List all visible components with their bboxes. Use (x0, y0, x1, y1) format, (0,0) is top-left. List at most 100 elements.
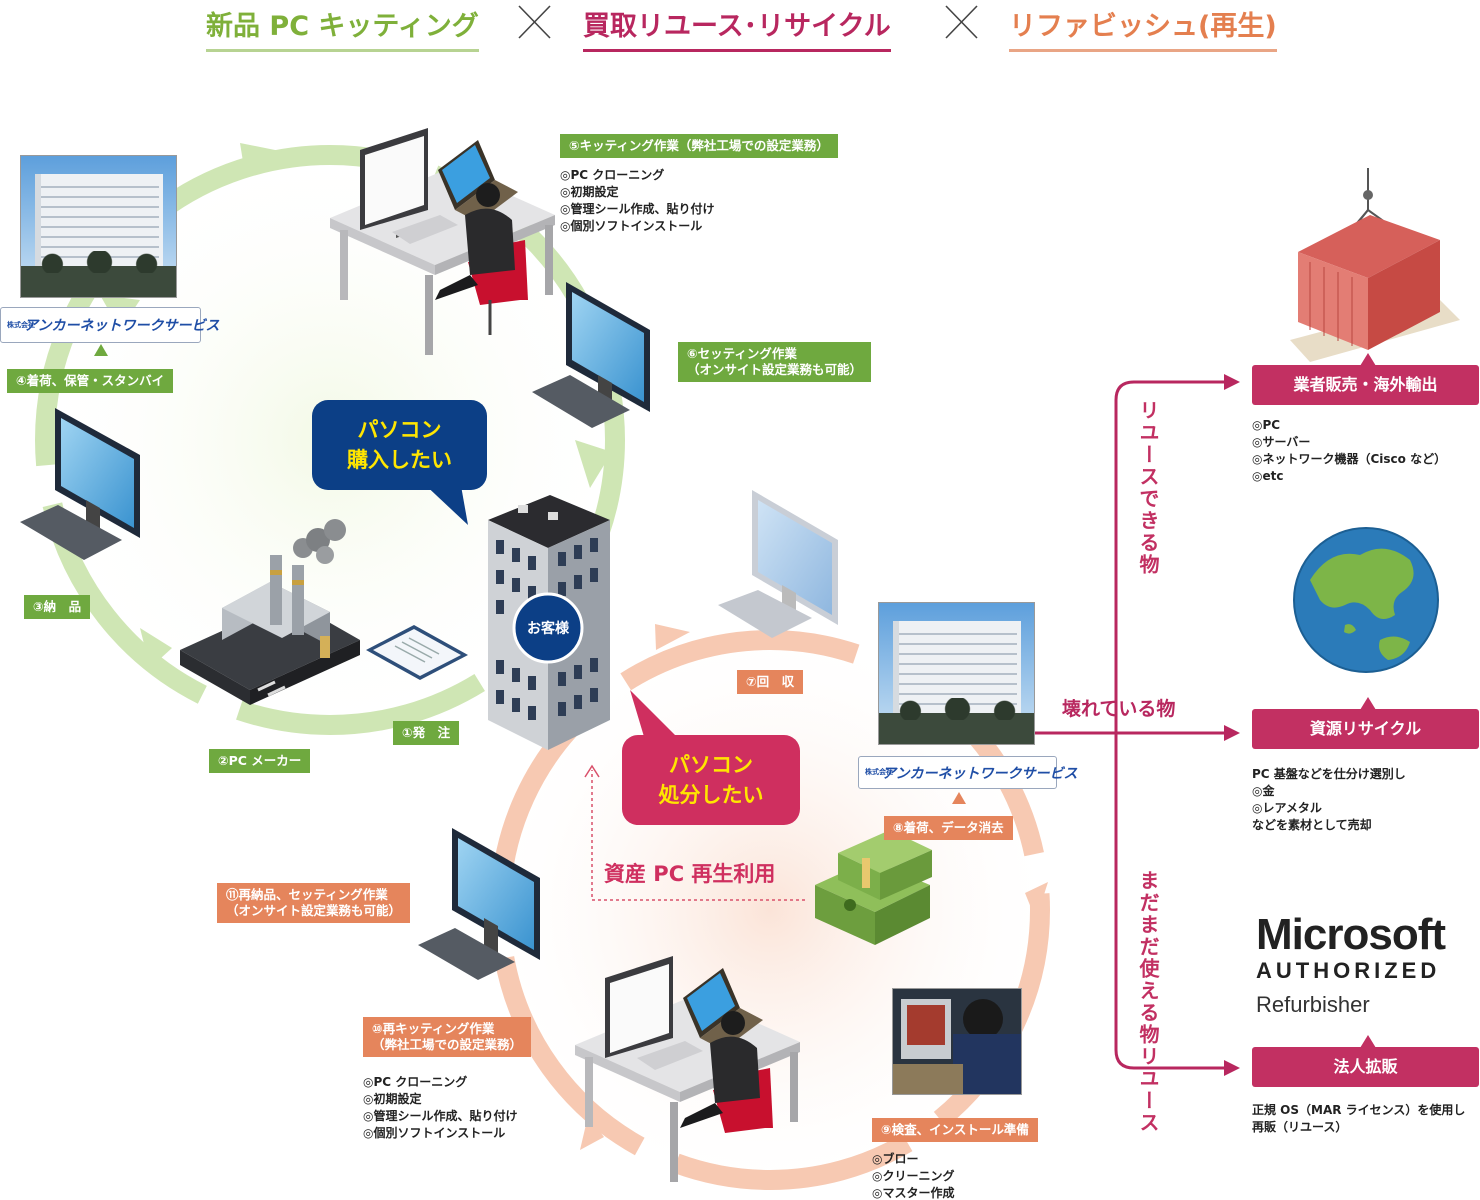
header-cross-marks (518, 5, 978, 39)
sales-items: ◎PC ◎サーバー ◎ネットワーク機器（Cisco など） ◎etc (1252, 417, 1446, 485)
recycle-item: などを素材として売却 (1252, 818, 1372, 832)
sales-item: ◎etc (1252, 469, 1284, 483)
sales-title-pointer (1360, 353, 1376, 366)
step10-item: ◎PC クローニング (363, 1075, 468, 1089)
sales-item: ◎PC (1252, 418, 1281, 432)
step1-tag: ①発 注 (393, 721, 460, 745)
kitting-desk-bottom-illustration (575, 956, 800, 1182)
step7-tag: ⑦回 収 (737, 670, 804, 694)
warehouse-photo-middle (878, 602, 1035, 745)
step10-line2: （弊社工場での設定業務） (372, 1037, 523, 1052)
broken-items-label: 壊れている物 (1062, 698, 1176, 720)
globe-illustration (1293, 527, 1439, 673)
corporate-sales-title: 法人拡販 (1252, 1047, 1479, 1087)
step6-line1: ⑥セッティング作業 (687, 346, 797, 361)
still-usable-line1: まだまだ (1136, 870, 1160, 958)
step4-tag: ④着荷、保管・スタンバイ (7, 369, 174, 393)
purchase-bubble-tail (420, 480, 468, 525)
reusable-label: リユースできる物 (1136, 400, 1160, 576)
corporate-title-pointer (1360, 1035, 1376, 1048)
step5-item: ◎管理シール作成、貼り付け (560, 202, 715, 216)
header-refurbish: リファビッシュ(再生) (1009, 4, 1277, 52)
logo-prefix: 株式会社 (865, 768, 893, 776)
step9-tag: ⑨検査、インストール準備 (872, 1118, 1038, 1142)
monitor-step6-illustration (532, 282, 650, 428)
reusable-label-line2: できる物 (1136, 488, 1160, 576)
reusable-label-line1: リユース (1136, 400, 1160, 488)
step10-line1: ⑩再キッティング作業 (372, 1021, 495, 1036)
warehouse-photo-top (20, 155, 177, 298)
monitor-step7-illustration (718, 490, 838, 638)
step10-tag: ⑩再キッティング作業 （弊社工場での設定業務） (363, 1017, 532, 1057)
logo-name: アンカーネットワークサービス (882, 765, 1078, 782)
recycle-item: ◎レアメタル (1252, 801, 1322, 815)
microsoft-refurbisher-logo: Microsoft AUTHORIZED Refurbisher (1256, 910, 1446, 1022)
step10-items: ◎PC クローニング ◎初期設定 ◎管理シール作成、貼り付け ◎個別ソフトインス… (363, 1074, 517, 1142)
purchase-bubble: パソコン 購入したい (312, 400, 487, 490)
company-logo-top: 株式会社 アンカーネットワークサービス (0, 307, 219, 343)
asset-reuse-caption: 資産 PC 再生利用 (604, 862, 776, 886)
step8-tag: ⑧着荷、データ消去 (884, 816, 1013, 840)
route-lines (1035, 380, 1228, 1070)
monitor-step11-illustration (418, 828, 540, 980)
step2-tag: ②PC メーカー (209, 749, 311, 773)
step9-item: ◎ブロー (872, 1152, 919, 1166)
disposal-bubble-line1: パソコン (669, 753, 753, 777)
step5-item: ◎PC クローニング (560, 168, 665, 182)
header-buyback-reuse-recycle: 買取リユース･リサイクル (583, 4, 891, 52)
step5-items: ◎PC クローニング ◎初期設定 ◎管理シール作成、貼り付け ◎個別ソフトインス… (560, 167, 714, 235)
step11-tag: ⑪再納品、セッティング作業 （オンサイト設定業務も可能） (217, 883, 411, 923)
step10-item: ◎初期設定 (363, 1092, 422, 1106)
ms-logo-line1: Microsoft (1256, 910, 1446, 959)
logo-prefix: 株式会社 (7, 320, 35, 329)
header-new-pc-kitting: 新品 PC キッティング (206, 4, 479, 52)
step10-item: ◎個別ソフトインストール (363, 1126, 506, 1140)
route-arrowheads (1224, 374, 1240, 1076)
sales-export-title: 業者販売・海外輸出 (1252, 365, 1479, 405)
sales-item: ◎サーバー (1252, 435, 1311, 449)
disposal-bubble-tail (630, 690, 680, 740)
logo-top-pointer (94, 344, 108, 356)
customer-label: お客様 (527, 621, 569, 637)
disposal-bubble-line2: 処分したい (658, 783, 764, 807)
company-logo-middle: 株式会社 アンカーネットワークサービス (858, 756, 1077, 789)
recycle-item: PC 基盤などを仕分け選別し (1252, 767, 1406, 781)
step9-items: ◎ブロー ◎クリーニング ◎マスター作成 (872, 1151, 954, 1200)
money-illustration (815, 830, 932, 945)
purchase-bubble-line1: パソコン (357, 418, 442, 442)
disposal-bubble: パソコン 処分したい (622, 735, 800, 825)
step9-item: ◎マスター作成 (872, 1186, 955, 1200)
logo-middle-pointer (952, 792, 966, 804)
ms-logo-line2: AUTHORIZED (1256, 958, 1441, 983)
step9-item: ◎クリーニング (872, 1169, 955, 1183)
step11-line2: （オンサイト設定業務も可能） (226, 903, 402, 918)
still-usable-line2: 使える物リユース (1136, 958, 1160, 1134)
step11-line1: ⑪再納品、セッティング作業 (226, 887, 388, 902)
customer-building-illustration (488, 495, 610, 750)
corporate-item: 再販（リユース） (1252, 1120, 1348, 1134)
ms-logo-line3: Refurbisher (1256, 992, 1370, 1017)
recycle-title: 資源リサイクル (1252, 709, 1479, 749)
step5-tag: ⑤キッティング作業（弊社工場での設定業務） (560, 134, 838, 158)
step6-tag: ⑥セッティング作業 （オンサイト設定業務も可能） (678, 342, 872, 382)
monitor-step3-illustration (20, 408, 140, 560)
recycle-items: PC 基盤などを仕分け選別し ◎金 ◎レアメタル などを素材として売却 (1252, 766, 1406, 834)
corporate-items: 正規 OS（MAR ライセンス）を使用し 再販（リユース） (1252, 1102, 1465, 1136)
still-usable-label: まだまだ使える物リユース (1136, 870, 1160, 1134)
recycle-title-pointer (1360, 697, 1376, 710)
logo-name: アンカーネットワークサービス (24, 318, 220, 334)
asset-reuse-arrow (584, 764, 805, 901)
shipping-container-illustration (1290, 168, 1460, 362)
corporate-item: 正規 OS（MAR ライセンス）を使用し (1252, 1103, 1466, 1117)
recycle-item: ◎金 (1252, 784, 1275, 798)
factory-illustration (180, 519, 360, 705)
step5-item: ◎個別ソフトインストール (560, 219, 703, 233)
step6-line2: （オンサイト設定業務も可能） (687, 362, 863, 377)
step3-tag: ③納 品 (24, 595, 91, 619)
step5-item: ◎初期設定 (560, 185, 619, 199)
inspection-photo (892, 988, 1022, 1095)
purchase-bubble-line2: 購入したい (347, 448, 452, 472)
order-clipboard-illustration (366, 625, 468, 680)
sales-item: ◎ネットワーク機器（Cisco など） (1252, 452, 1447, 466)
